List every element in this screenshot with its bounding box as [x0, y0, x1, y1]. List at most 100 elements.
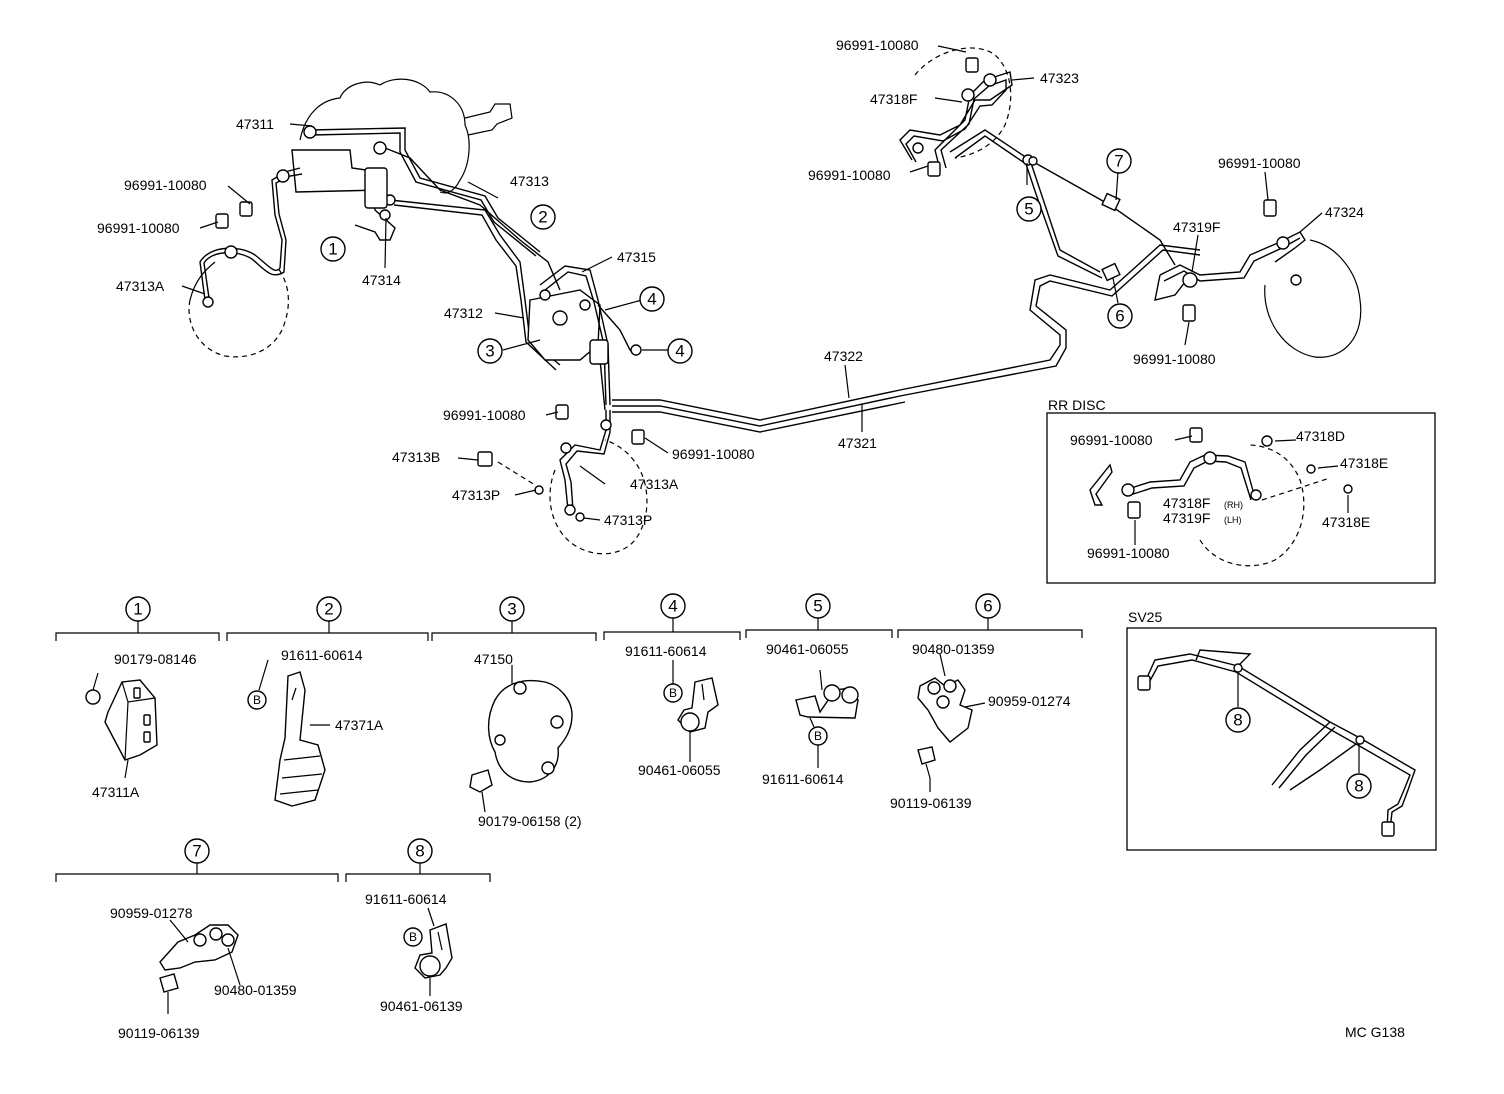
label-96991-10080: 96991-10080	[97, 220, 180, 236]
label-47322: 47322	[824, 348, 863, 364]
rear-brake-pipe-47322	[612, 244, 1201, 421]
detail-5-label-91611-60614: 91611-60614	[762, 771, 844, 787]
svg-text:4: 4	[647, 290, 656, 309]
svg-text:B: B	[814, 729, 822, 743]
detail-header-7: 7	[55, 838, 339, 882]
rr-label-47318E: 47318E	[1322, 514, 1370, 530]
detail-8-label-91611-60614: 91611-60614	[365, 891, 447, 907]
svg-text:3: 3	[485, 342, 494, 361]
label-96991-10080: 96991-10080	[1218, 155, 1301, 171]
svg-text:B: B	[409, 930, 417, 944]
detail-5-label-90461-06055: 90461-06055	[766, 641, 849, 657]
svg-text:1: 1	[133, 600, 142, 619]
rr-label-lh: (LH)	[1224, 515, 1242, 525]
svg-text:7: 7	[1114, 152, 1123, 171]
detail-7-label-90119-06139: 90119-06139	[118, 1025, 200, 1041]
master-cylinder-rod	[464, 103, 513, 136]
detail-6-label-90480-01359: 90480-01359	[912, 641, 995, 657]
rr-label-47319F: 47319F	[1163, 510, 1210, 526]
sv25-box	[1126, 627, 1437, 851]
callout-4: 4	[667, 338, 693, 364]
label-47313P: 47313P	[604, 512, 652, 528]
sv25-callout-8: 8	[1346, 773, 1372, 799]
callout-5: 5	[1016, 196, 1042, 222]
rr-label-47318D: 47318D	[1296, 428, 1345, 444]
detail-8-clamp: B	[403, 907, 453, 996]
label-96991-10080: 96991-10080	[672, 446, 755, 462]
svg-text:5: 5	[813, 597, 822, 616]
detail-6-label-90959-01274: 90959-01274	[988, 693, 1071, 709]
detail-7-label-90480-01359: 90480-01359	[214, 982, 297, 998]
detail-3-label-47150: 47150	[474, 651, 513, 667]
rr-label-47318F: 47318F	[1163, 495, 1210, 511]
rr-disc-drawing	[1089, 427, 1353, 567]
detail-6-label-90119-06139: 90119-06139	[890, 795, 972, 811]
detail-5-clamp: B	[795, 669, 859, 768]
svg-text:8: 8	[1233, 711, 1242, 730]
callout-6: 6	[1107, 303, 1133, 329]
svg-text:8: 8	[415, 842, 424, 861]
svg-text:B: B	[253, 693, 261, 707]
label-96991-10080: 96991-10080	[808, 167, 891, 183]
detail-8-label-90461-06139: 90461-06139	[380, 998, 463, 1014]
rr-disc-title: RR DISC	[1048, 397, 1106, 413]
callout-1: 1	[320, 236, 346, 262]
svg-text:2: 2	[538, 208, 547, 227]
sv25-drawing	[1137, 649, 1416, 837]
detail-2-label-91611-60614: 91611-60614	[281, 647, 363, 663]
svg-text:4: 4	[675, 342, 684, 361]
callout-7: 7	[1106, 148, 1132, 174]
detail-7-clamp	[159, 919, 241, 1014]
rr-label-96991-10080: 96991-10080	[1087, 545, 1170, 561]
front-right-disc	[549, 439, 648, 555]
detail-header-6: 6	[897, 593, 1083, 638]
detail-1-label-47311A: 47311A	[92, 784, 140, 800]
detail-3-label-90179-06158: 90179-06158 (2)	[478, 813, 582, 829]
detail-header-5: 5	[745, 593, 893, 638]
detail-header-4: 4	[603, 593, 741, 640]
detail-4-label-90461-06055: 90461-06055	[638, 762, 721, 778]
detail-3-union-47150	[469, 665, 573, 813]
label-47313B: 47313B	[392, 449, 440, 465]
bolt-b-marker: B	[247, 690, 267, 710]
detail-4-label-91611-60614: 91611-60614	[625, 643, 707, 659]
label-47319F: 47319F	[1173, 219, 1220, 235]
rr-disc-box	[1046, 412, 1436, 584]
rr-label-96991-10080: 96991-10080	[1070, 432, 1153, 448]
label-47313: 47313	[510, 173, 549, 189]
label-47313A: 47313A	[630, 476, 679, 492]
rr-label-rh: (RH)	[1224, 500, 1243, 510]
label-96991-10080: 96991-10080	[443, 407, 526, 423]
svg-text:1: 1	[328, 240, 337, 259]
detail-2-clamp-47371A: B	[247, 659, 330, 807]
label-47313P: 47313P	[452, 487, 500, 503]
svg-text:7: 7	[192, 842, 201, 861]
label-47313A: 47313A	[116, 278, 165, 294]
label-47312: 47312	[444, 305, 483, 321]
callout-4: 4	[639, 286, 665, 312]
detail-header-3: 3	[431, 596, 597, 641]
callout-3: 3	[477, 338, 503, 364]
label-96991-10080: 96991-10080	[124, 177, 207, 193]
svg-text:6: 6	[983, 597, 992, 616]
detail-6-clamp	[917, 653, 986, 792]
detail-1-bracket-47311A	[85, 672, 158, 779]
callout-2: 2	[530, 204, 556, 230]
main-assembly	[181, 45, 1362, 555]
detail-4-clamp: B	[663, 660, 719, 762]
drawing-code: MC G138	[1345, 1024, 1405, 1040]
detail-2-label-47371A: 47371A	[335, 717, 384, 733]
label-47318F: 47318F	[870, 91, 917, 107]
detail-header-1: 1	[55, 596, 220, 641]
svg-text:4: 4	[668, 597, 677, 616]
rear-upper-disc	[914, 47, 1012, 159]
label-47321: 47321	[838, 435, 877, 451]
sv25-callout-8: 8	[1225, 707, 1251, 733]
bolt-b-marker: B	[808, 726, 828, 746]
label-47323: 47323	[1040, 70, 1079, 86]
svg-text:3: 3	[507, 600, 516, 619]
label-47324: 47324	[1325, 204, 1364, 220]
label-47314: 47314	[362, 272, 401, 288]
label-96991-10080: 96991-10080	[1133, 351, 1216, 367]
